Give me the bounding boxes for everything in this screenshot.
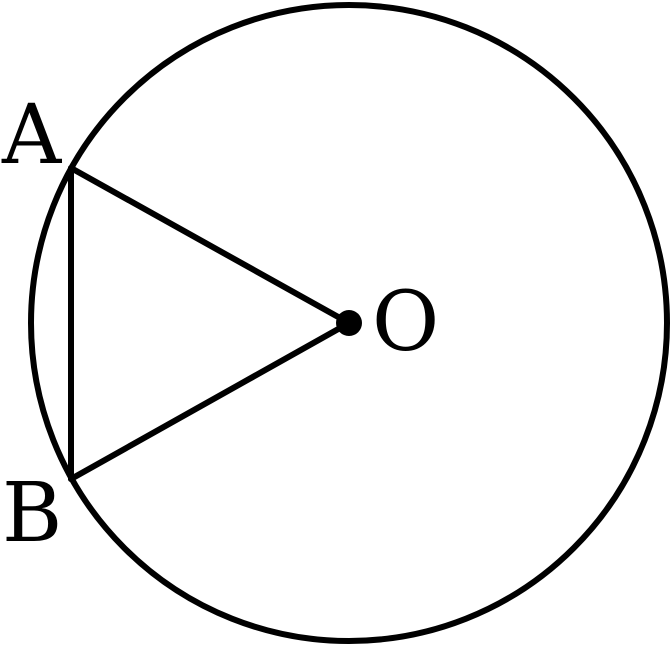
center-point-o	[336, 310, 362, 336]
label-b: B	[2, 466, 62, 561]
label-o: O	[372, 275, 439, 370]
segment-ao	[68, 165, 352, 326]
segment-bo	[68, 320, 352, 482]
label-a: A	[1, 88, 63, 183]
circle	[28, 2, 670, 644]
